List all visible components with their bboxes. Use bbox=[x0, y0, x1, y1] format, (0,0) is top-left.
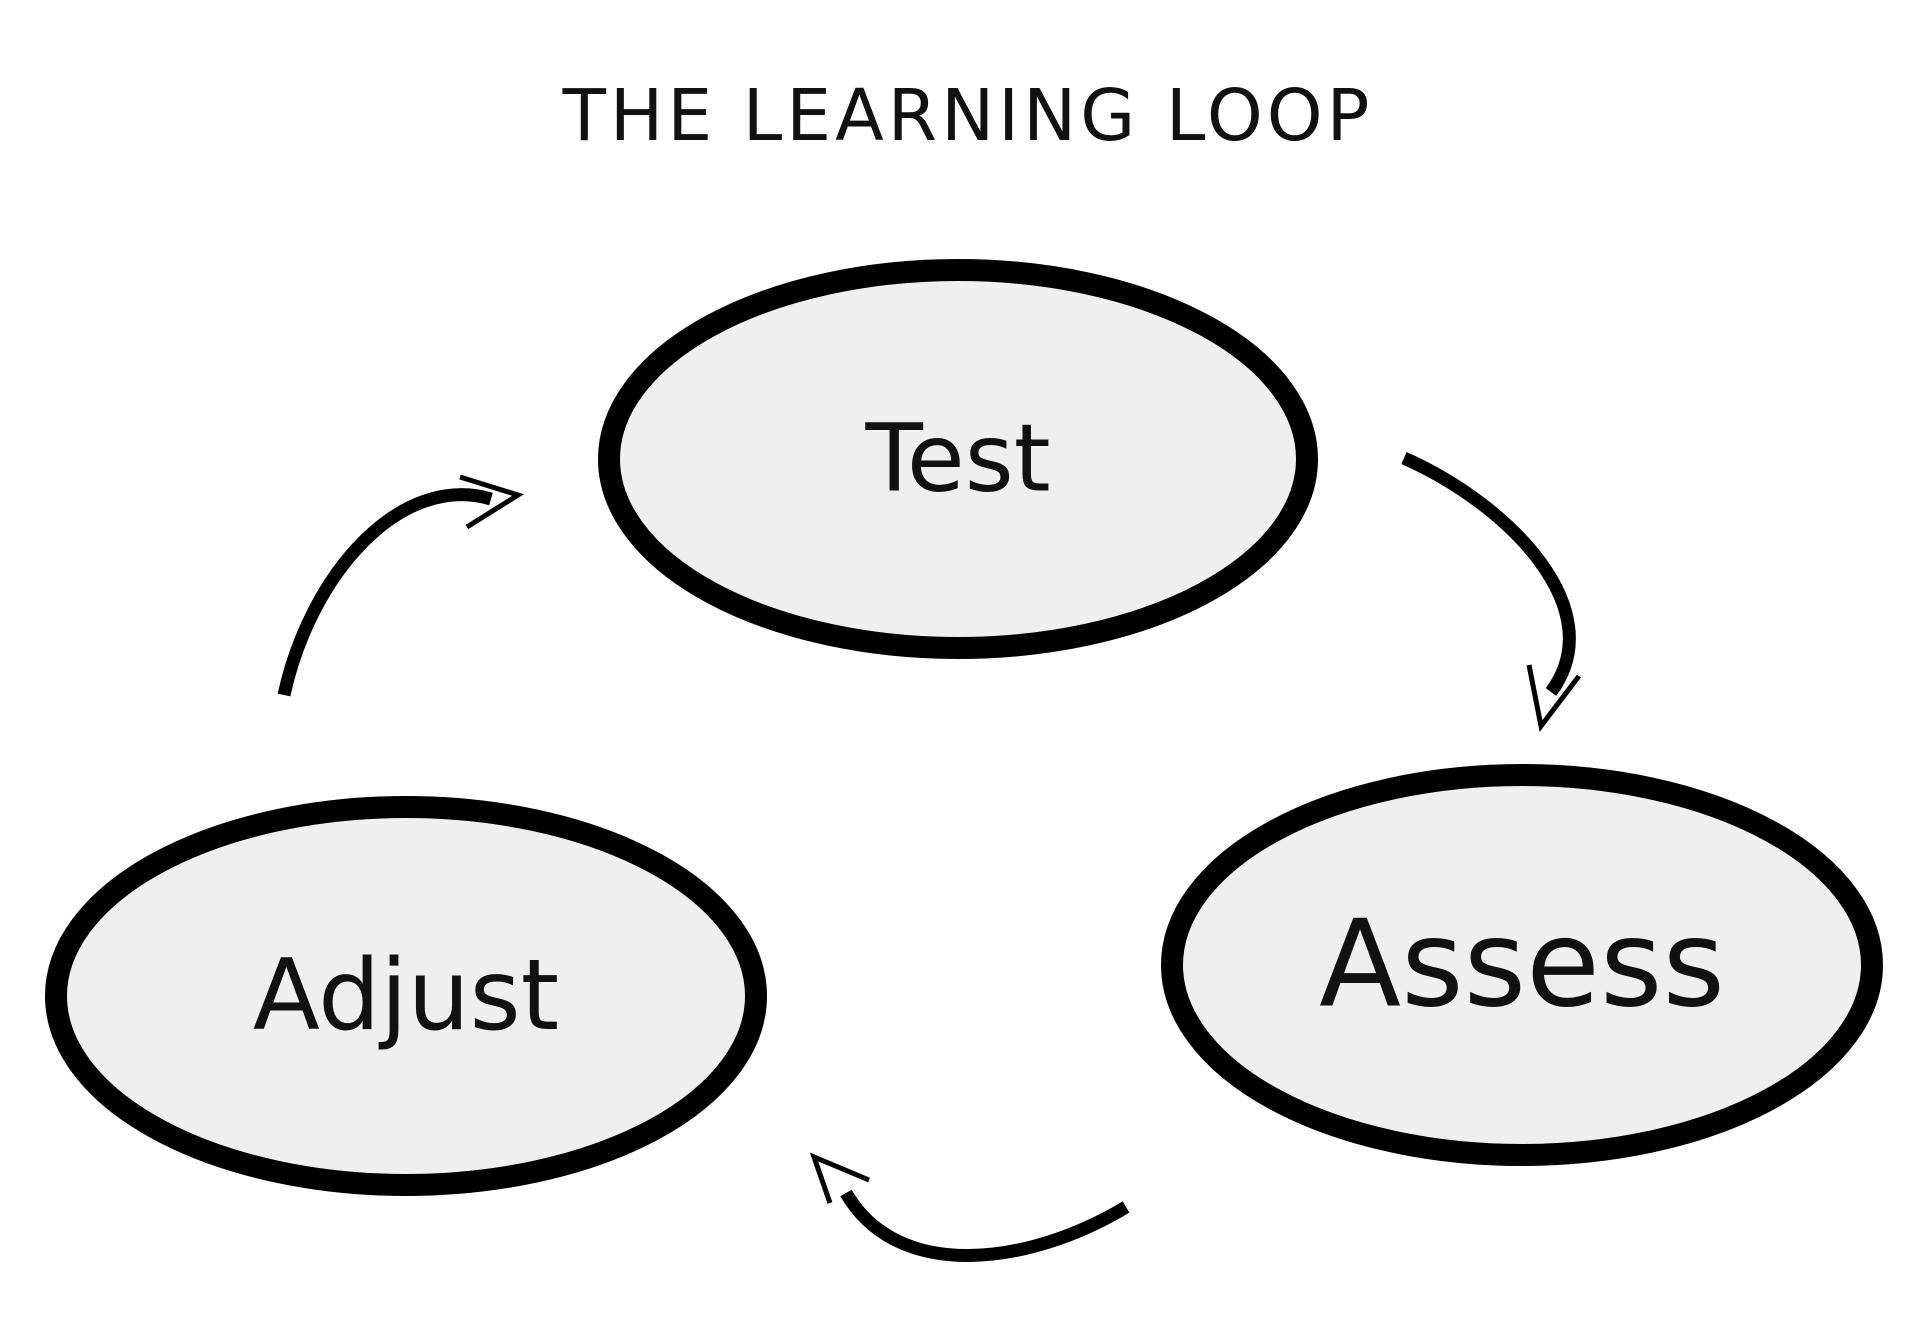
node-adjust-label: Adjust bbox=[253, 939, 559, 1053]
node-adjust-shape bbox=[45, 796, 767, 1196]
arrow-test-to-assess-head bbox=[1526, 664, 1581, 732]
arrow-adjust-to-test bbox=[277, 474, 524, 697]
arrow-test-to-assess bbox=[1401, 452, 1581, 732]
diagram-title: THE LEARNING LOOP bbox=[562, 74, 1374, 157]
arrow-adjust-to-test-head bbox=[459, 474, 524, 530]
node-test-shape bbox=[598, 259, 1318, 659]
arrow-assess-to-adjust-body bbox=[840, 1189, 1130, 1262]
node-assess-label: Assess bbox=[1319, 896, 1725, 1035]
arrow-assess-to-adjust bbox=[809, 1152, 1130, 1262]
node-assess-shape bbox=[1161, 764, 1883, 1166]
node-adjust: Adjust bbox=[45, 796, 767, 1196]
node-assess: Assess bbox=[1161, 764, 1883, 1166]
node-test: Test bbox=[598, 259, 1318, 659]
arrow-test-to-assess-body bbox=[1401, 452, 1576, 696]
arrow-adjust-to-test-body bbox=[277, 488, 493, 697]
node-test-label: Test bbox=[864, 405, 1050, 514]
arrow-assess-to-adjust-head bbox=[809, 1152, 870, 1204]
